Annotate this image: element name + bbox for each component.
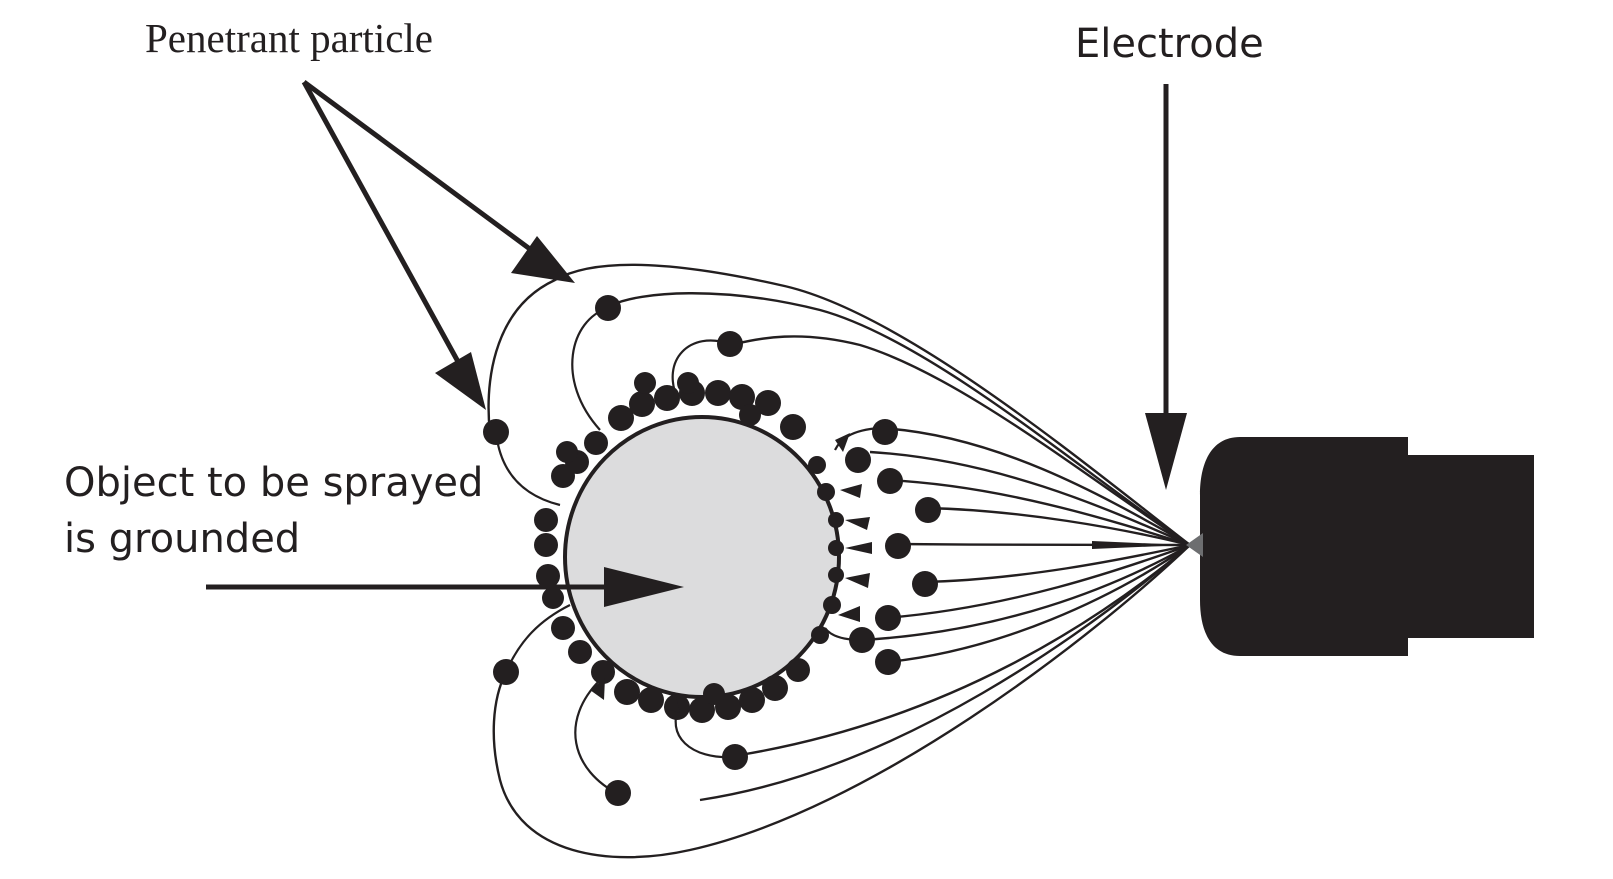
- penetrant-particle: [605, 780, 631, 806]
- field-line: [879, 426, 1191, 547]
- electrode-tip: [1186, 533, 1203, 557]
- field-line: [887, 544, 1191, 664]
- penetrant-particle: [483, 419, 509, 445]
- tick-arrow: [838, 606, 860, 622]
- field-line: [492, 544, 1191, 859]
- penetrant-particle: [493, 659, 519, 685]
- tick-arrow: [845, 573, 870, 588]
- particle: [811, 626, 829, 644]
- particle: [729, 384, 755, 410]
- particle: [591, 660, 615, 684]
- particle: [828, 512, 844, 528]
- grounded-object: [563, 415, 841, 699]
- field-line: [487, 263, 1191, 546]
- pointer-arrows: [206, 79, 1187, 607]
- particle: [823, 596, 841, 614]
- electrode-needle: [1092, 541, 1186, 549]
- penetrant-particle: [912, 571, 938, 597]
- electrode-gun: [1092, 437, 1534, 656]
- penetrant-particles: [483, 295, 941, 806]
- particle: [828, 567, 844, 583]
- particle: [755, 390, 781, 416]
- particle: [608, 405, 634, 431]
- particle: [705, 380, 731, 406]
- field-line: [699, 544, 1191, 802]
- particle: [568, 640, 592, 664]
- penetrant-particle: [849, 627, 875, 653]
- surface-arrow-ticks: [590, 433, 872, 713]
- particle: [614, 679, 640, 705]
- gun-body: [1200, 437, 1534, 656]
- tick-arrow: [664, 692, 680, 713]
- trajectory: [574, 679, 621, 796]
- particle: [780, 414, 806, 440]
- tick-arrow: [835, 433, 850, 452]
- object-label-line-2: is grounded: [64, 516, 301, 562]
- field-line: [861, 543, 1191, 642]
- field-line: [884, 478, 1191, 547]
- object-label: Object to be sprayed is grounded: [64, 455, 483, 567]
- penetrant-arrow-head-right: [511, 236, 575, 283]
- field-line: [734, 335, 1191, 547]
- particle: [542, 587, 564, 609]
- particle: [534, 508, 558, 532]
- tick-arrow: [590, 678, 605, 700]
- tick-arrow: [845, 542, 872, 554]
- field-line: [924, 506, 1191, 547]
- particle: [536, 564, 560, 588]
- tick-arrow: [845, 517, 870, 530]
- particle: [534, 533, 558, 557]
- field-lines: [487, 263, 1191, 859]
- object-label-line-1: Object to be sprayed: [64, 460, 484, 506]
- particle: [634, 372, 656, 394]
- penetrant-arrow-shaft-left: [301, 80, 470, 380]
- trajectory: [571, 306, 609, 431]
- penetrant-particle: [877, 468, 903, 494]
- penetrant-particle: [845, 447, 871, 473]
- penetrant-particle: [717, 331, 743, 357]
- particle: [677, 372, 699, 394]
- penetrant-particle: [875, 605, 901, 631]
- particle: [817, 483, 835, 501]
- penetrant-particle-label: Penetrant particle: [145, 15, 434, 61]
- particle: [739, 687, 765, 713]
- object-arrow-head: [604, 567, 684, 607]
- field-line: [921, 543, 1191, 584]
- particle: [786, 658, 810, 682]
- trajectory: [494, 431, 561, 507]
- field-line: [884, 543, 1191, 620]
- penetrant-particle: [595, 295, 621, 321]
- particle: [556, 441, 578, 463]
- penetrant-particle: [915, 497, 941, 523]
- electrode-label: Electrode: [1075, 21, 1264, 67]
- particle: [739, 404, 761, 426]
- field-line: [869, 450, 1191, 547]
- deposited-particles: [534, 372, 844, 723]
- particle: [551, 464, 575, 488]
- particle: [629, 391, 655, 417]
- penetrant-arrow-shaft-right: [302, 79, 540, 258]
- penetrant-particle: [885, 533, 911, 559]
- particle: [808, 456, 826, 474]
- penetrant-particle: [875, 649, 901, 675]
- field-line: [611, 292, 1191, 546]
- particle: [828, 540, 844, 556]
- penetrant-particle: [722, 744, 748, 770]
- penetrant-arrow-head-left: [435, 352, 486, 410]
- particle: [638, 687, 664, 713]
- particle: [762, 675, 788, 701]
- particle: [654, 385, 680, 411]
- tick-arrow: [840, 484, 862, 498]
- particle: [551, 616, 575, 640]
- penetrant-particle: [872, 419, 898, 445]
- particle: [584, 431, 608, 455]
- particle: [703, 683, 725, 705]
- electrode-arrow-head: [1145, 413, 1187, 490]
